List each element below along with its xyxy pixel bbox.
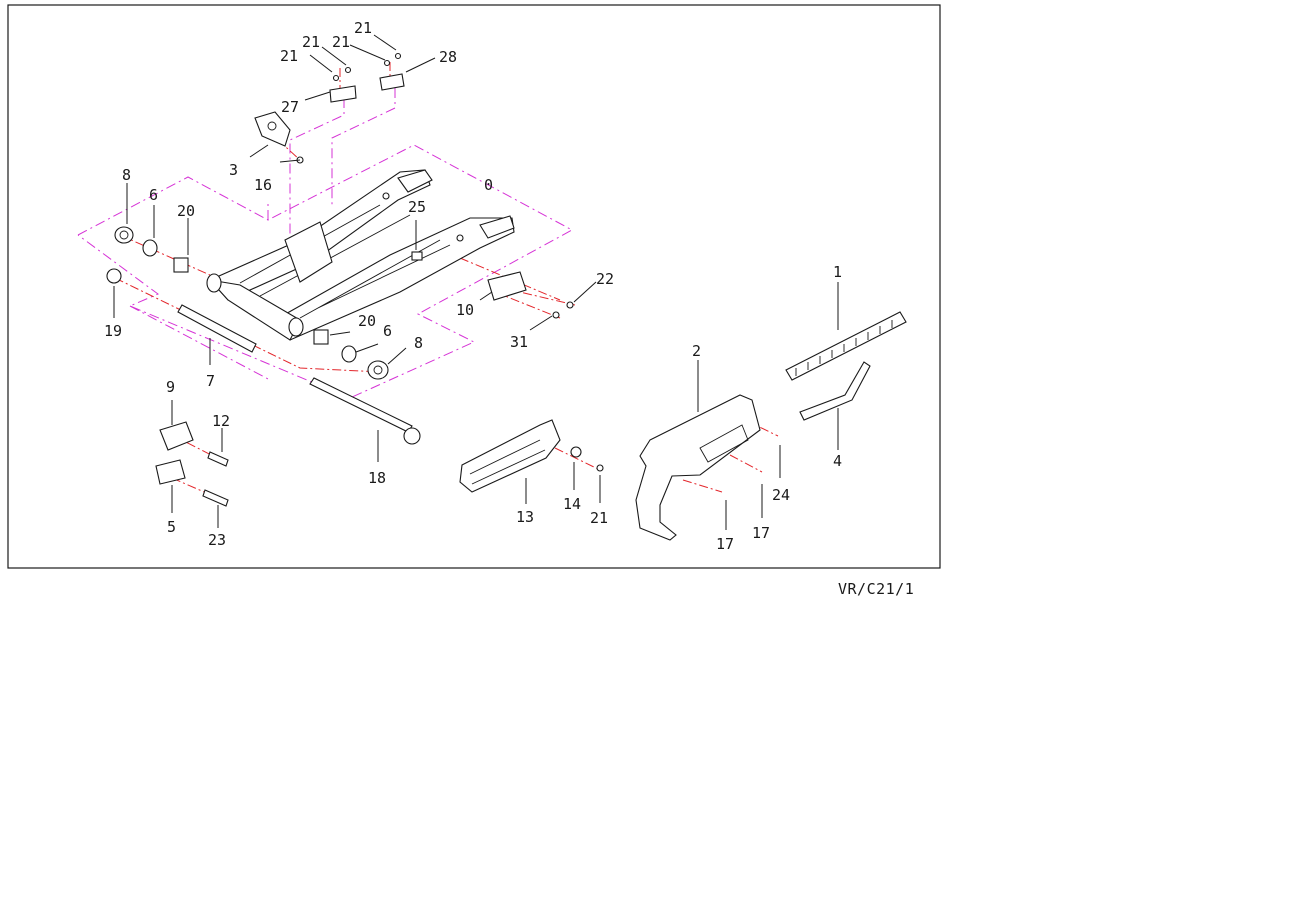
callout-9: 9 [166,378,175,396]
callout-10: 10 [456,301,474,319]
callout-22: 22 [596,270,614,288]
callout-16: 16 [254,176,272,194]
callout-8-right: 8 [414,334,423,352]
callout-14: 14 [563,495,581,513]
callout-8-left: 8 [122,166,131,184]
callout-17-left: 17 [716,535,734,553]
drive-chain [785,311,907,381]
callout-21-c: 21 [332,33,350,51]
callout-7: 7 [206,372,215,390]
chain-slider [459,419,561,493]
callout-18: 18 [368,469,386,487]
swingarm [206,169,515,341]
callout-5: 5 [167,518,176,536]
screws [296,52,604,472]
brackets [254,73,527,301]
callout-12: 12 [212,412,230,430]
callout-13: 13 [516,508,534,526]
callout-0: 0 [484,176,493,194]
callout-3: 3 [229,161,238,179]
chain-tool [799,361,871,421]
drawing-reference-code: VR/C21/1 [838,580,915,598]
callout-1: 1 [833,263,842,281]
chain-guard [635,394,761,541]
callout-4: 4 [833,452,842,470]
bearing-parts [106,226,389,380]
callout-21-b: 21 [302,33,320,51]
callout-25: 25 [408,198,426,216]
callout-labels: 0 1 2 3 4 5 6 6 7 8 8 9 10 12 13 14 16 1… [104,19,842,553]
callout-20-left: 20 [177,202,195,220]
callout-28: 28 [439,48,457,66]
phantom-outlines [77,88,574,399]
callout-21-d: 21 [354,19,372,37]
callout-17-right: 17 [752,524,770,542]
callout-2: 2 [692,342,701,360]
axle-bolt [309,377,421,445]
callout-21-a: 21 [280,47,298,65]
leader-lines [113,34,839,530]
callout-6-left: 6 [149,186,158,204]
callout-27: 27 [281,98,299,116]
callout-31: 31 [510,333,528,351]
callout-24: 24 [772,486,790,504]
callout-20-right: 20 [358,312,376,330]
callout-19: 19 [104,322,122,340]
callout-21-e: 21 [590,509,608,527]
adjuster-parts [155,421,229,507]
diagram-frame [7,4,941,569]
callout-6-right: 6 [383,322,392,340]
callout-23: 23 [208,531,226,549]
